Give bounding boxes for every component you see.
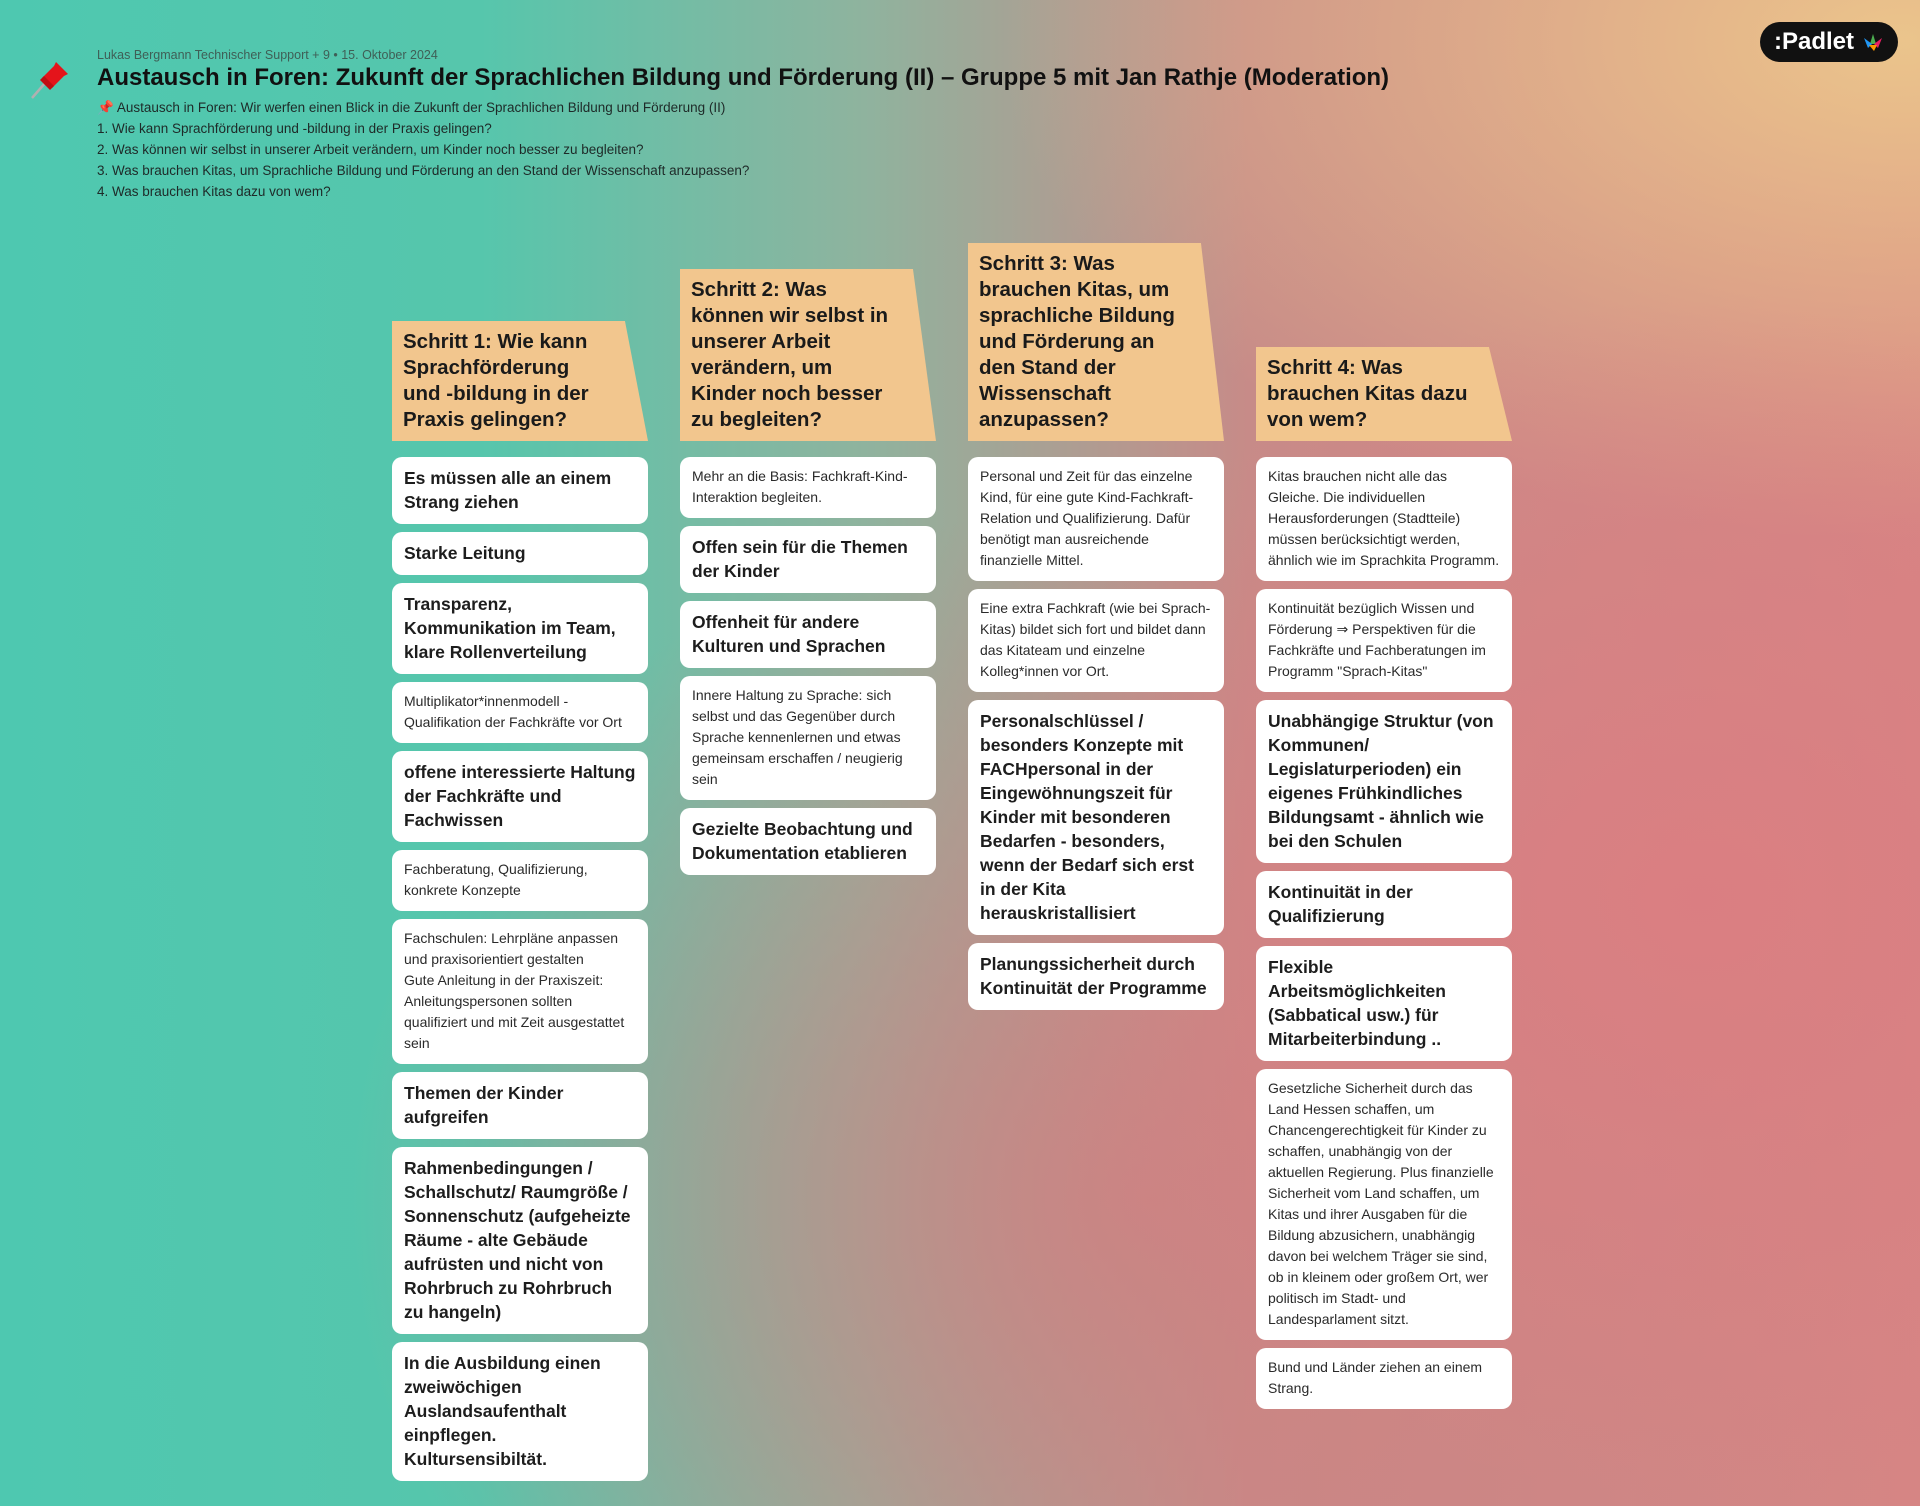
post-card[interactable]: Flexible Arbeitsmöglichkeiten (Sabbatica… [1256,946,1512,1061]
post-card[interactable]: Innere Haltung zu Sprache: sich selbst u… [680,676,936,800]
post-text: Personal und Zeit für das einzelne Kind,… [980,468,1194,568]
post-card[interactable]: offene interessierte Haltung der Fachkrä… [392,751,648,842]
post-text: Personalschlüssel / besonders Konzepte m… [980,711,1194,923]
post-card[interactable]: Starke Leitung [392,532,648,575]
post-text: Es müssen alle an einem Strang ziehen [404,468,612,512]
post-card[interactable]: Gesetzliche Sicherheit durch das Land He… [1256,1069,1512,1340]
post-text: Transparenz, Kommunikation im Team, klar… [404,594,616,662]
post-card[interactable]: Mehr an die Basis: Fachkraft-Kind-Intera… [680,457,936,518]
post-text: Kontinuität in der Qualifizierung [1268,882,1413,926]
description-line: 2. Was können wir selbst in unserer Arbe… [97,142,644,157]
post-card[interactable]: Es müssen alle an einem Strang ziehen [392,457,648,524]
post-card[interactable]: Fachberatung, Qualifizierung, konkrete K… [392,850,648,911]
column-3: Schritt 3: Was brauchen Kitas, um sprach… [968,219,1224,1010]
column-header[interactable]: Schritt 1: Wie kann Sprachförderung und … [392,321,648,441]
column-header-wrap: Schritt 2: Was können wir selbst in unse… [680,219,936,441]
post-text: Themen der Kinder aufgreifen [404,1083,564,1127]
post-card[interactable]: Rahmenbedingungen / Schallschutz/ Raumgr… [392,1147,648,1334]
post-text: Starke Leitung [404,543,526,563]
post-text: Multiplikator*innenmodell - Qualifikatio… [404,693,622,730]
board-description: 📌 Austausch in Foren: Wir werfen einen B… [97,97,749,202]
post-card[interactable]: Personal und Zeit für das einzelne Kind,… [968,457,1224,581]
description-line: 4. Was brauchen Kitas dazu von wem? [97,184,331,199]
post-card[interactable]: Fachschulen: Lehrpläne anpassen und prax… [392,919,648,1064]
card-list: Es müssen alle an einem Strang ziehen St… [392,457,648,1481]
post-card[interactable]: Multiplikator*innenmodell - Qualifikatio… [392,682,648,743]
padlet-logo[interactable]: :Padlet [1760,22,1898,62]
post-card[interactable]: Themen der Kinder aufgreifen [392,1072,648,1139]
post-text: Offenheit für andere Kulturen und Sprach… [692,612,886,656]
board-meta: Lukas Bergmann Technischer Support + 9 •… [97,48,438,62]
post-text: offene interessierte Haltung der Fachkrä… [404,762,636,830]
post-text: Kontinuität bezüglich Wissen und Förderu… [1268,600,1486,679]
post-card[interactable]: Unabhängige Struktur (von Kommunen/ Legi… [1256,700,1512,863]
card-list: Kitas brauchen nicht alle das Gleiche. D… [1256,457,1512,1409]
column-header-wrap: Schritt 1: Wie kann Sprachförderung und … [392,219,648,441]
pushpin-icon [28,58,72,102]
post-card[interactable]: Offen sein für die Themen der Kinder [680,526,936,593]
column-header[interactable]: Schritt 3: Was brauchen Kitas, um sprach… [968,243,1224,441]
post-text: In die Ausbildung einen zweiwöchigen Aus… [404,1353,601,1469]
post-card[interactable]: Kitas brauchen nicht alle das Gleiche. D… [1256,457,1512,581]
description-line: 1. Wie kann Sprachförderung und -bildung… [97,121,492,136]
description-line: 3. Was brauchen Kitas, um Sprachliche Bi… [97,163,750,178]
post-text: Innere Haltung zu Sprache: sich selbst u… [692,687,903,787]
post-text: Fachschulen: Lehrpläne anpassen und prax… [404,930,625,1051]
column-header-wrap: Schritt 3: Was brauchen Kitas, um sprach… [968,219,1224,441]
post-text: Eine extra Fachkraft (wie bei Sprach-Kit… [980,600,1211,679]
card-list: Mehr an die Basis: Fachkraft-Kind-Intera… [680,457,936,875]
post-card[interactable]: Eine extra Fachkraft (wie bei Sprach-Kit… [968,589,1224,692]
column-header-wrap: Schritt 4: Was brauchen Kitas dazu von w… [1256,219,1512,441]
post-text: Fachberatung, Qualifizierung, konkrete K… [404,861,588,898]
post-card[interactable]: Personalschlüssel / besonders Konzepte m… [968,700,1224,935]
post-text: Unabhängige Struktur (von Kommunen/ Legi… [1268,711,1494,851]
padlet-bird-icon [1864,34,1882,51]
page-title: Austausch in Foren: Zukunft der Sprachli… [97,64,1390,91]
post-card[interactable]: Bund und Länder ziehen an einem Strang. [1256,1348,1512,1409]
post-text: Bund und Länder ziehen an einem Strang. [1268,1359,1483,1396]
post-card[interactable]: Offenheit für andere Kulturen und Sprach… [680,601,936,668]
post-card[interactable]: Transparenz, Kommunikation im Team, klar… [392,583,648,674]
post-text: Gezielte Beobachtung und Dokumentation e… [692,819,913,863]
post-card[interactable]: Kontinuität bezüglich Wissen und Förderu… [1256,589,1512,692]
post-text: Mehr an die Basis: Fachkraft-Kind-Intera… [692,468,908,505]
post-text: Flexible Arbeitsmöglichkeiten (Sabbatica… [1268,957,1446,1049]
post-text: Kitas brauchen nicht alle das Gleiche. D… [1268,468,1500,568]
post-text: Gesetzliche Sicherheit durch das Land He… [1268,1080,1494,1327]
board-columns: Schritt 1: Wie kann Sprachförderung und … [392,219,1512,1481]
padlet-logo-text: :Padlet [1773,28,1854,55]
post-text: Offen sein für die Themen der Kinder [692,537,908,581]
post-text: Rahmenbedingungen / Schallschutz/ Raumgr… [404,1158,631,1322]
post-card[interactable]: In die Ausbildung einen zweiwöchigen Aus… [392,1342,648,1481]
card-list: Personal und Zeit für das einzelne Kind,… [968,457,1224,1010]
post-card[interactable]: Planungssicherheit durch Kontinuität der… [968,943,1224,1010]
post-card[interactable]: Kontinuität in der Qualifizierung [1256,871,1512,938]
description-line: 📌 Austausch in Foren: Wir werfen einen B… [97,100,726,115]
column-2: Schritt 2: Was können wir selbst in unse… [680,219,936,875]
post-text: Planungssicherheit durch Kontinuität der… [980,954,1207,998]
column-1: Schritt 1: Wie kann Sprachförderung und … [392,219,648,1481]
column-header[interactable]: Schritt 4: Was brauchen Kitas dazu von w… [1256,347,1512,441]
column-header[interactable]: Schritt 2: Was können wir selbst in unse… [680,269,936,441]
column-4: Schritt 4: Was brauchen Kitas dazu von w… [1256,219,1512,1409]
post-card[interactable]: Gezielte Beobachtung und Dokumentation e… [680,808,936,875]
